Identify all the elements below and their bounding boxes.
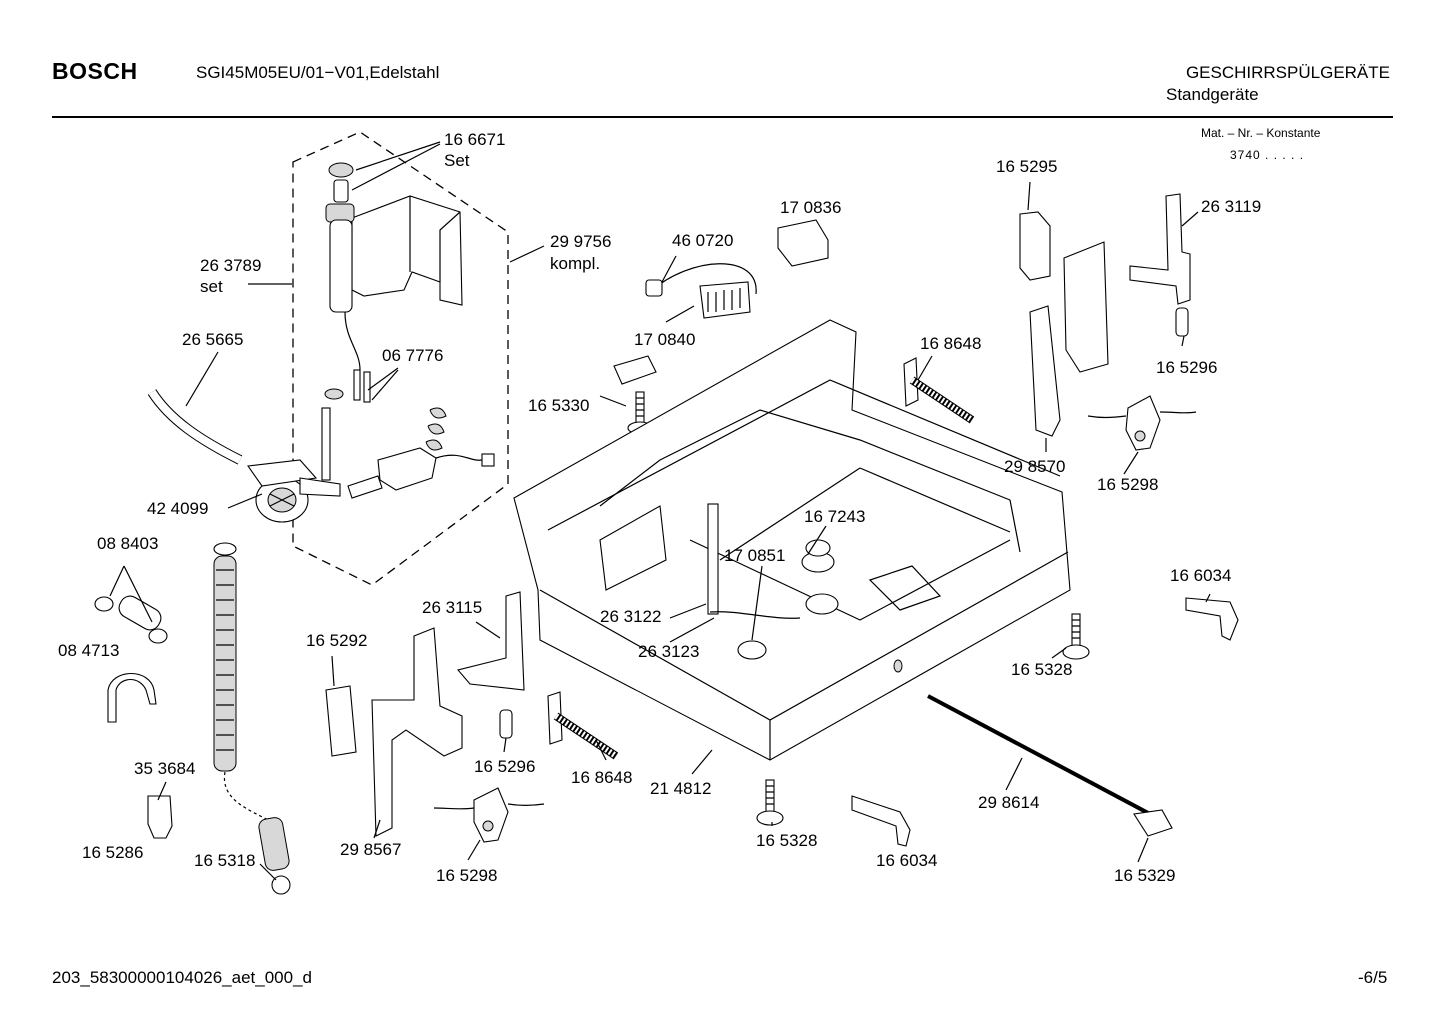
label-29-8614: 29 8614: [978, 793, 1039, 812]
label-26-3789: 26 3789: [200, 256, 261, 275]
label-17-0851: 17 0851: [724, 546, 785, 565]
label-16-7243: 16 7243: [804, 507, 865, 526]
pump-outlet: [347, 475, 383, 499]
float-rod: [707, 503, 719, 615]
label-kompl: kompl.: [550, 254, 600, 273]
pump-cap: [325, 203, 355, 223]
pump-assembly-group: [292, 131, 509, 586]
model-number: SGI45M05EU/01−V01,Edelstahl: [196, 63, 440, 82]
label-29-9756: 29 9756: [550, 232, 611, 251]
label-29-8570: 29 8570: [1004, 457, 1065, 476]
material-number-value: 3740 . . . . .: [1230, 148, 1305, 162]
sensor-16-5298-b: [433, 787, 545, 843]
label-06-7776: 06 7776: [382, 346, 443, 365]
label-16-5298-b: 16 5298: [436, 866, 497, 885]
pump-tube: [329, 219, 353, 313]
label-26-3119: 26 3119: [1201, 197, 1261, 216]
label-26-5665: 26 5665: [182, 330, 243, 349]
cap-16-5329: [1133, 809, 1173, 837]
hinge-16-6034-b: [851, 795, 911, 847]
sensor-16-5298-a: [1087, 395, 1197, 451]
connector-a: [353, 369, 361, 401]
header-divider: [52, 116, 1393, 118]
heater-housing: [351, 195, 463, 306]
small-washer: [324, 388, 344, 400]
clip-16-5296-b: [499, 709, 513, 739]
label-35-3684: 35 3684: [134, 759, 195, 778]
rod-29-8614: [927, 694, 1151, 816]
category-subtitle: Standgeräte: [1166, 85, 1259, 104]
bracket-26-3115: [457, 591, 525, 691]
foot-block: [613, 355, 657, 385]
heater-plug: [481, 453, 495, 467]
rod: [321, 407, 331, 481]
label-17-0836: 17 0836: [780, 198, 841, 217]
label-17-0840: 17 0840: [634, 330, 695, 349]
hose-holder: [147, 795, 173, 839]
leader-lines: [109, 141, 1211, 881]
plug-17-0836: [777, 219, 829, 267]
base-tub: [513, 319, 1071, 761]
label-16-6034-b: 16 6034: [876, 851, 937, 870]
hinge-16-6034-a: [1185, 597, 1239, 641]
spring-16-8648-b: [547, 691, 619, 760]
label-21-4812: 21 4812: [650, 779, 711, 798]
label-16-5328-a: 16 5328: [1011, 660, 1072, 679]
drain-sump: [737, 539, 839, 660]
hose-clamps: [94, 595, 168, 644]
label-16-5296-b: 16 5296: [474, 757, 535, 776]
label-16-8648-b: 16 8648: [571, 768, 632, 787]
label-16-6034-a: 16 6034: [1170, 566, 1231, 585]
cover-16-5292: [325, 685, 357, 757]
label-16-5328-b: 16 5328: [756, 831, 817, 850]
clip-16-5296-a: [1175, 307, 1189, 337]
panel-bracket-upper: [1063, 241, 1109, 373]
page-number: -6/5: [1358, 968, 1388, 987]
label-16-5296-a: 16 5296: [1156, 358, 1217, 377]
wiring-harness: [645, 263, 757, 319]
material-number-label: Mat. – Nr. – Konstante: [1201, 126, 1321, 140]
label-16-5329: 16 5329: [1114, 866, 1175, 885]
label-set-b: set: [200, 277, 223, 296]
label-16-5286: 16 5286: [82, 843, 143, 862]
label-26-3115: 26 3115: [422, 598, 482, 617]
label-26-3122: 26 3122: [600, 607, 661, 626]
label-26-3123: 26 3123: [638, 642, 699, 661]
label-42-4099: 42 4099: [147, 499, 208, 518]
screw-foot-16-5328-a: [1062, 613, 1090, 660]
label-08-8403: 08 8403: [97, 534, 158, 553]
document-id: 203_58300000104026_aet_000_d: [52, 968, 312, 987]
heater-wire: [435, 454, 483, 461]
label-16-5292: 16 5292: [306, 631, 367, 650]
label-16-5298-a: 16 5298: [1097, 475, 1158, 494]
label-08-4713: 08 4713: [58, 641, 119, 660]
heater-element: [377, 447, 437, 491]
label-16-6671: 16 6671: [444, 130, 505, 149]
seal-ring: [328, 162, 354, 178]
label-16-5330: 16 5330: [528, 396, 589, 415]
label-29-8567: 29 8567: [340, 840, 401, 859]
corrugated-hose-segment: [425, 407, 447, 451]
bracket-29-8567: [371, 627, 463, 837]
bracket-29-8570: [1029, 305, 1061, 437]
hose-bracket: [107, 672, 157, 723]
pump-wire: [344, 311, 361, 371]
label-46-0720: 46 0720: [672, 231, 733, 250]
spring-16-8648-a: [903, 357, 975, 424]
screw-foot-16-5328-b: [756, 779, 784, 826]
bracket-16-5295: [1019, 211, 1051, 281]
drain-hose: [213, 542, 291, 895]
label-set-a: Set: [444, 151, 470, 170]
label-16-5318: 16 5318: [194, 851, 255, 870]
brand-logo: BOSCH: [52, 58, 138, 84]
bracket-26-3119: [1129, 193, 1191, 305]
circulation-pump: [247, 459, 341, 523]
connector-b: [363, 371, 371, 403]
category-title: GESCHIRRSPÜLGERÄTE: [1185, 63, 1390, 82]
label-16-8648-a: 16 8648: [920, 334, 981, 353]
seal-plug: [333, 179, 349, 203]
label-16-5295: 16 5295: [996, 157, 1057, 176]
